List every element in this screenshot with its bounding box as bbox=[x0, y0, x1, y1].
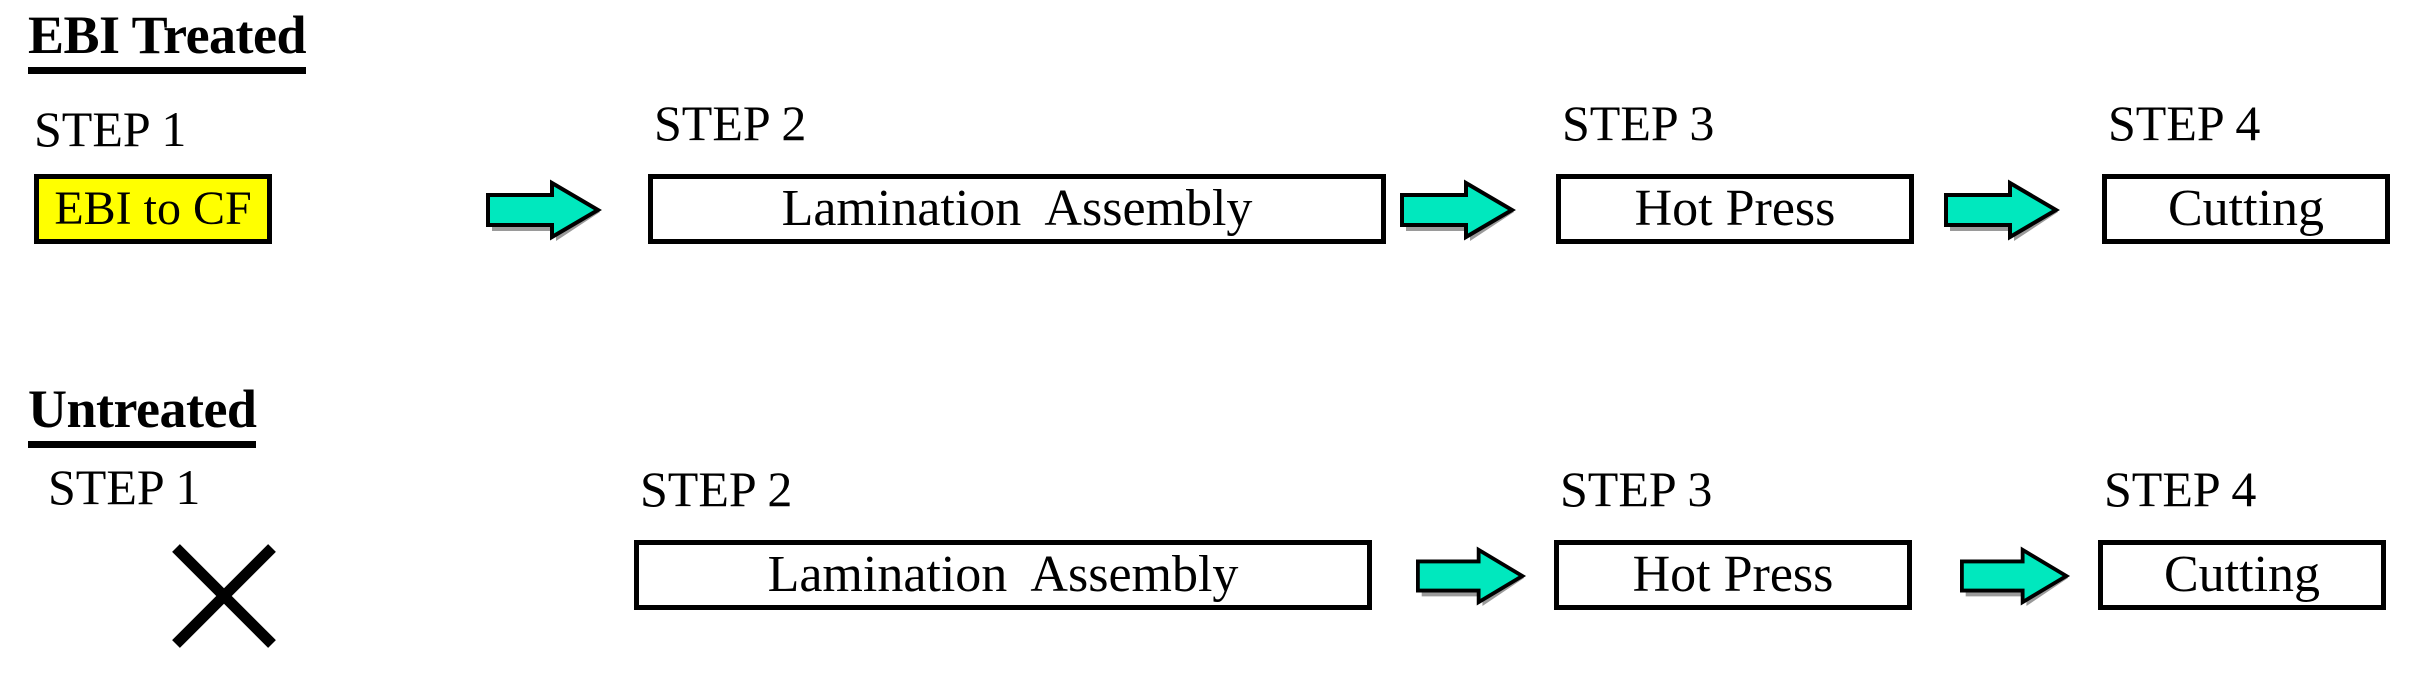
process-box-ebi-to-cf[interactable]: EBI to CF bbox=[34, 174, 272, 244]
step-label-4-untreated: STEP 4 bbox=[2104, 461, 2257, 517]
step-label-2-treated: STEP 2 bbox=[654, 95, 807, 151]
step-label-4-treated: STEP 4 bbox=[2108, 95, 2261, 151]
section-heading-ebi-treated: EBI Treated bbox=[28, 5, 307, 74]
process-box-lamination-assembly-untreated[interactable]: Lamination Assembly bbox=[634, 540, 1372, 610]
step-label-3-untreated: STEP 3 bbox=[1560, 461, 1713, 517]
step-label-1-treated: STEP 1 bbox=[34, 101, 187, 157]
process-box-lamination-assembly-treated[interactable]: Lamination Assembly bbox=[648, 174, 1386, 244]
right-arrow-icon bbox=[1400, 179, 1518, 241]
right-arrow-icon bbox=[486, 179, 604, 241]
process-box-label: Cutting bbox=[2163, 546, 2321, 603]
section-heading-text: EBI Treated bbox=[28, 5, 307, 65]
right-arrow-icon bbox=[1416, 546, 1528, 606]
process-box-hot-press-untreated[interactable]: Hot Press bbox=[1554, 540, 1912, 610]
process-box-label: EBI to CF bbox=[54, 182, 252, 235]
process-box-label: Hot Press bbox=[1632, 546, 1834, 603]
heading-underline bbox=[28, 67, 307, 74]
section-heading-text: Untreated bbox=[28, 379, 257, 439]
step-label-1-untreated: STEP 1 bbox=[48, 459, 201, 515]
x-cross-icon bbox=[168, 540, 280, 652]
heading-underline bbox=[28, 441, 257, 448]
process-box-hot-press-treated[interactable]: Hot Press bbox=[1556, 174, 1914, 244]
process-box-label: Cutting bbox=[2167, 180, 2325, 237]
process-box-cutting-treated[interactable]: Cutting bbox=[2102, 174, 2390, 244]
section-heading-untreated: Untreated bbox=[28, 379, 257, 448]
process-box-label: Lamination Assembly bbox=[767, 546, 1239, 603]
process-box-label: Hot Press bbox=[1634, 180, 1836, 237]
step-label-2-untreated: STEP 2 bbox=[640, 461, 793, 517]
process-box-label: Lamination Assembly bbox=[781, 180, 1253, 237]
right-arrow-icon bbox=[1960, 546, 2072, 606]
right-arrow-icon bbox=[1944, 179, 2062, 241]
step-label-3-treated: STEP 3 bbox=[1562, 95, 1715, 151]
process-box-cutting-untreated[interactable]: Cutting bbox=[2098, 540, 2386, 610]
